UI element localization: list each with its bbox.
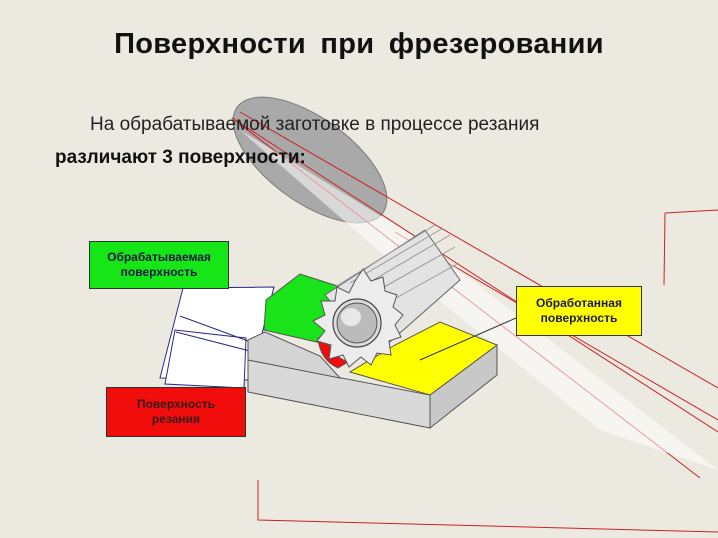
motion-wedge [240,130,718,470]
label-finished-surface: Обработанная поверхность [516,286,642,336]
label-finished-line2: поверхность [540,311,618,325]
label-machined-line1: Обрабатываемая [107,250,211,264]
label-machined-line2: поверхность [120,265,198,279]
label-finished-line1: Обработанная [536,296,622,310]
intro-text-line2: различают 3 поверхности: [55,147,306,168]
label-cutting-surface: Поверхность резания [106,387,246,437]
label-machined-surface: Обрабатываемая поверхность [89,241,229,289]
label-cutting-line1: Поверхность [136,397,216,411]
cutter-end-ellipse [232,96,388,224]
label-cutting-line2: резания [151,412,201,426]
slide-title: Поверхности при фрезеровании [114,28,604,60]
milling-cutter [312,224,461,368]
finished-pointer [419,317,517,361]
intro-text-line1: На обрабатываемой заготовке в процессе р… [90,114,540,135]
